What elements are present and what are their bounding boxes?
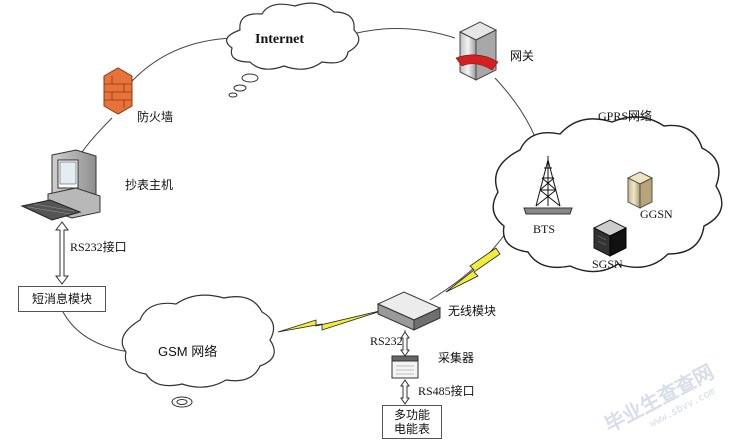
gateway-server-icon: [455, 21, 499, 81]
meter-label-line2: 电能表: [393, 422, 430, 436]
rs232-top-label: RS232接口: [70, 239, 127, 254]
watermark: 毕业生查查网 www.sbvv.com: [600, 359, 717, 437]
gsm-cloud: [121, 294, 275, 408]
sms-module-box: 短消息模块: [18, 286, 106, 312]
rs232-bottom-label: RS232: [370, 334, 403, 348]
rs232-double-arrow-icon: [55, 221, 69, 285]
rs485-label: RS485接口: [418, 383, 475, 398]
wireless-module-label: 无线模块: [448, 304, 496, 318]
gprs-label: GPRS网络: [598, 108, 652, 123]
sms-module-label: 短消息模块: [31, 292, 92, 306]
gprs-cloud: [492, 116, 723, 273]
sgsn-server-icon: [592, 219, 628, 257]
firewall-icon: [103, 67, 133, 115]
internet-label: Internet: [255, 32, 304, 47]
collector-label: 采集器: [438, 350, 474, 365]
line-internet-gateway: [344, 27, 456, 39]
lightning-gprs-wireless-icon: [445, 247, 501, 293]
line-firewall-internet: [117, 37, 236, 99]
sgsn-label: SGSN: [592, 257, 623, 271]
collector-device-icon: [391, 355, 419, 379]
wireless-module-icon: [376, 291, 442, 331]
ggsn-label: GGSN: [640, 207, 673, 221]
firewall-label: 防火墙: [137, 109, 173, 124]
line-firewall-host: [79, 117, 113, 156]
gsm-label: GSM 网络: [158, 344, 217, 359]
line-sms-gsm: [61, 309, 131, 353]
meter-box: 多功能 电能表: [382, 405, 442, 439]
internet-cloud: Internet: [225, 2, 360, 98]
host-label: 抄表主机: [125, 178, 173, 192]
line-gprs-wireless: [429, 229, 509, 301]
bts-label: BTS: [533, 222, 555, 236]
lightning-gsm-wireless-icon: [277, 309, 385, 333]
computer-icon: [20, 149, 101, 221]
bts-tower-icon: [523, 156, 573, 215]
meter-label-line1: 多功能: [393, 408, 430, 422]
line-gateway-gprs: [494, 77, 538, 143]
ggsn-server-icon: [626, 171, 654, 209]
rs485-double-arrow-icon: [400, 379, 410, 405]
gateway-label: 网关: [510, 49, 534, 63]
